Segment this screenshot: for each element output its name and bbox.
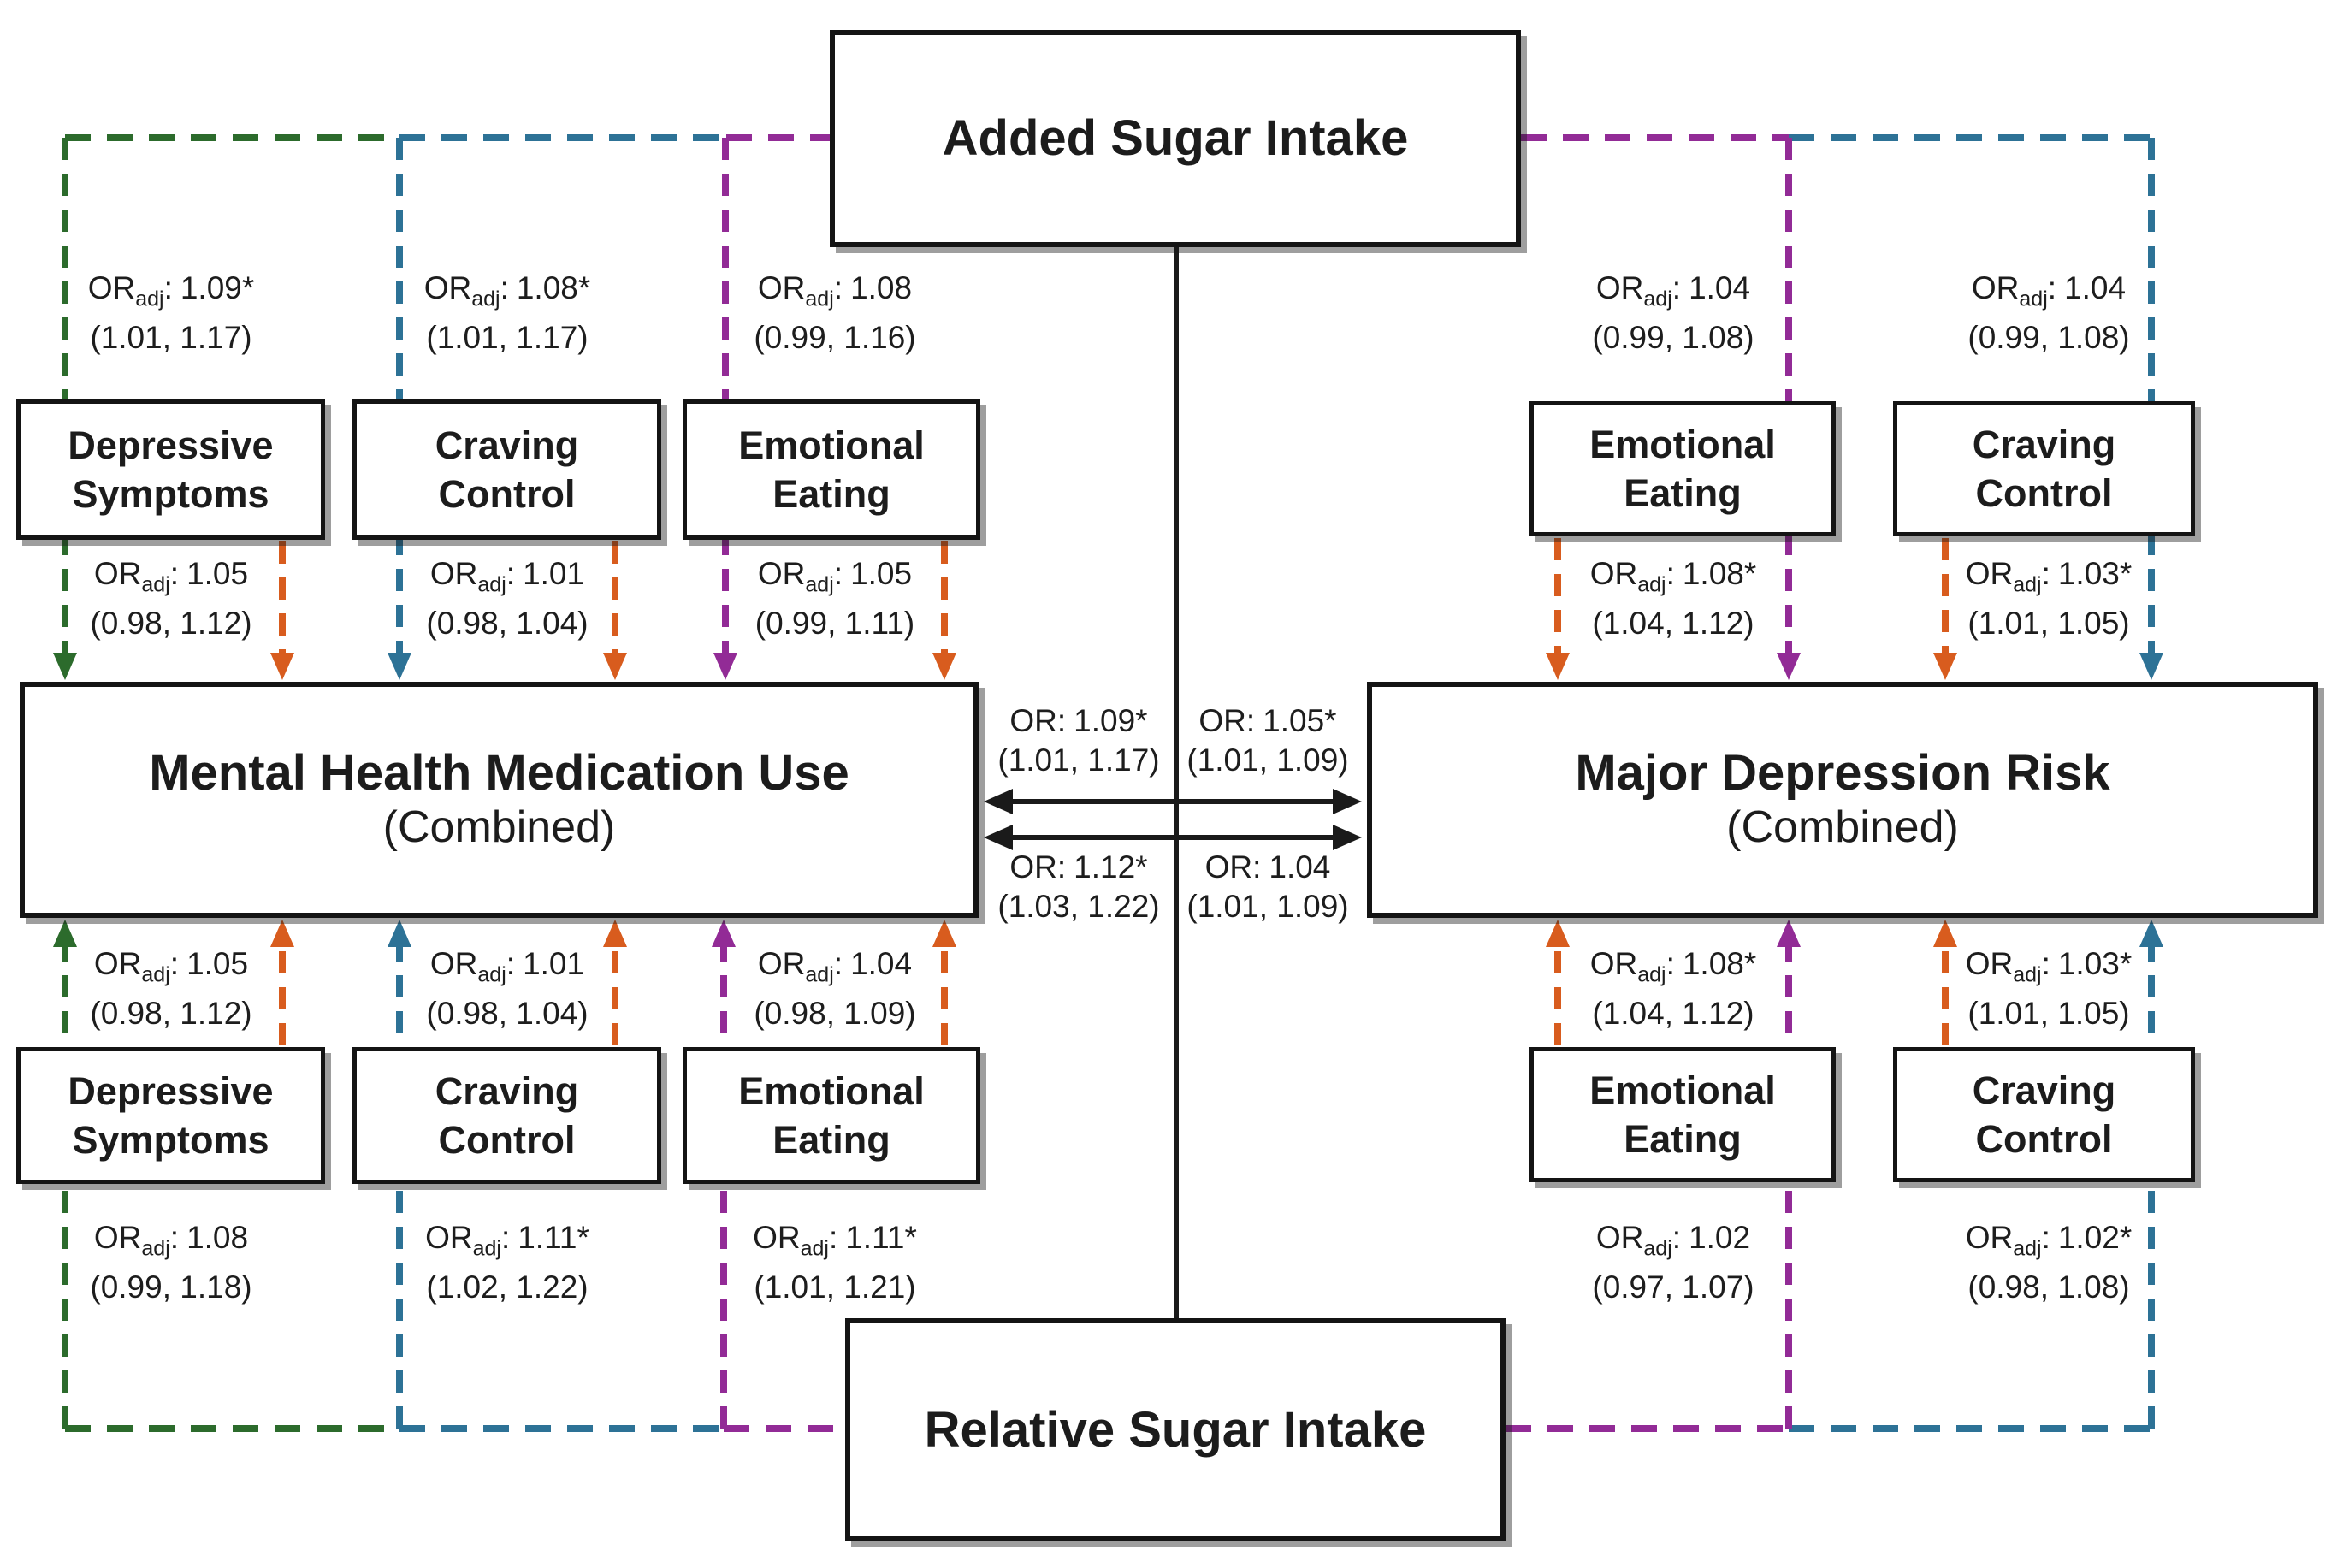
node-label: Emotional Eating (738, 423, 925, 516)
node-label: Relative Sugar Intake (924, 1401, 1427, 1458)
node-emotional-eating-top-left: Emotional Eating (683, 399, 980, 540)
or-label-craving-mhmu-bottom: ORadj:1.01 (0.98, 1.04) (426, 946, 589, 1032)
or-label-relative-emotional-left: ORadj:1.11* (1.01, 1.21) (753, 1220, 917, 1305)
or-label-added-depressive: ORadj:1.09* (1.01, 1.17) (87, 270, 255, 356)
or-label-relative-emotional-right: ORadj:1.02 (0.97, 1.07) (1592, 1220, 1754, 1305)
or-label-added-craving-left: ORadj:1.08* (1.01, 1.17) (423, 270, 591, 356)
node-label: Emotional Eating (1589, 423, 1776, 515)
or-label-direct-added-mhmu: OR:1.09* (1.01, 1.17) (997, 703, 1160, 778)
node-craving-control-top-left: Craving Control (352, 399, 661, 540)
node-label: Added Sugar Intake (942, 110, 1409, 166)
or-label-added-emotional-right: ORadj:1.04 (0.99, 1.08) (1592, 270, 1754, 356)
node-label: Mental Health Medication Use (149, 745, 849, 801)
or-label-direct-relative-mdr: OR:1.04 (1.01, 1.09) (1186, 849, 1349, 924)
or-label-relative-craving-right: ORadj:1.02* (0.98, 1.08) (1965, 1220, 2133, 1305)
or-label-direct-added-mdr: OR:1.05* (1.01, 1.09) (1186, 703, 1349, 778)
or-label-emotional-mdr-bottom: ORadj:1.08* (1.04, 1.12) (1589, 946, 1757, 1032)
node-label: Craving Control (1972, 423, 2116, 515)
node-label: Emotional Eating (1589, 1068, 1776, 1161)
indirect-paths-top (62, 138, 2155, 653)
node-major-depression-risk: Major Depression Risk (Combined) (1367, 682, 2318, 918)
or-label-craving-mdr-top: ORadj:1.03* (1.01, 1.05) (1965, 556, 2133, 642)
or-label-depressive-mhmu-top: ORadj:1.05 (0.98, 1.12) (90, 556, 252, 642)
node-mental-health-medication-use: Mental Health Medication Use (Combined) (20, 682, 979, 918)
node-label: Craving Control (435, 1069, 579, 1162)
or-label-emotional-mhmu-top: ORadj:1.05 (0.99, 1.11) (754, 556, 915, 642)
or-label-craving-mhmu-top: ORadj:1.01 (0.98, 1.04) (426, 556, 589, 642)
node-added-sugar-intake: Added Sugar Intake (830, 30, 1521, 247)
node-craving-control-bottom-left: Craving Control (352, 1047, 661, 1184)
or-label-emotional-mdr-top: ORadj:1.08* (1.04, 1.12) (1589, 556, 1757, 642)
node-sublabel: (Combined) (1726, 802, 1959, 852)
node-label: Depressive Symptoms (68, 1069, 274, 1162)
node-depressive-symptoms-top: Depressive Symptoms (16, 399, 325, 540)
direct-effect-lines (984, 247, 1362, 1318)
or-label-emotional-mhmu-bottom: ORadj:1.04 (0.98, 1.09) (754, 946, 916, 1032)
arrowheads-into-outcome-bottoms (53, 920, 2163, 947)
node-label: Emotional Eating (738, 1069, 925, 1162)
or-label-relative-craving-left: ORadj:1.11* (1.02, 1.22) (425, 1220, 589, 1305)
node-sublabel: (Combined) (382, 802, 616, 852)
or-label-direct-relative-mhmu: OR:1.12* (1.03, 1.22) (997, 849, 1160, 924)
or-label-added-emotional-left: ORadj:1.08 (0.99, 1.16) (754, 270, 916, 356)
node-relative-sugar-intake: Relative Sugar Intake (845, 1318, 1506, 1541)
indirect-paths-bottom (62, 947, 2155, 1429)
node-depressive-symptoms-bottom: Depressive Symptoms (16, 1047, 325, 1184)
node-emotional-eating-top-right: Emotional Eating (1529, 401, 1836, 536)
node-label: Craving Control (1972, 1068, 2116, 1161)
node-craving-control-top-right: Craving Control (1893, 401, 2195, 536)
node-label: Major Depression Risk (1575, 745, 2110, 801)
or-label-added-craving-right: ORadj:1.04 (0.99, 1.08) (1967, 270, 2130, 356)
node-craving-control-bottom-right: Craving Control (1893, 1047, 2195, 1182)
or-label-relative-depressive: ORadj:1.08 (0.99, 1.18) (90, 1220, 252, 1305)
or-label-craving-mdr-bottom: ORadj:1.03* (1.01, 1.05) (1965, 946, 2133, 1032)
or-label-depressive-mhmu-bottom: ORadj:1.05 (0.98, 1.12) (90, 946, 252, 1032)
node-label: Depressive Symptoms (68, 423, 274, 516)
arrowheads-into-outcome-tops (53, 653, 2163, 680)
node-emotional-eating-bottom-left: Emotional Eating (683, 1047, 980, 1184)
node-emotional-eating-bottom-right: Emotional Eating (1529, 1047, 1836, 1182)
node-label: Craving Control (435, 423, 579, 516)
